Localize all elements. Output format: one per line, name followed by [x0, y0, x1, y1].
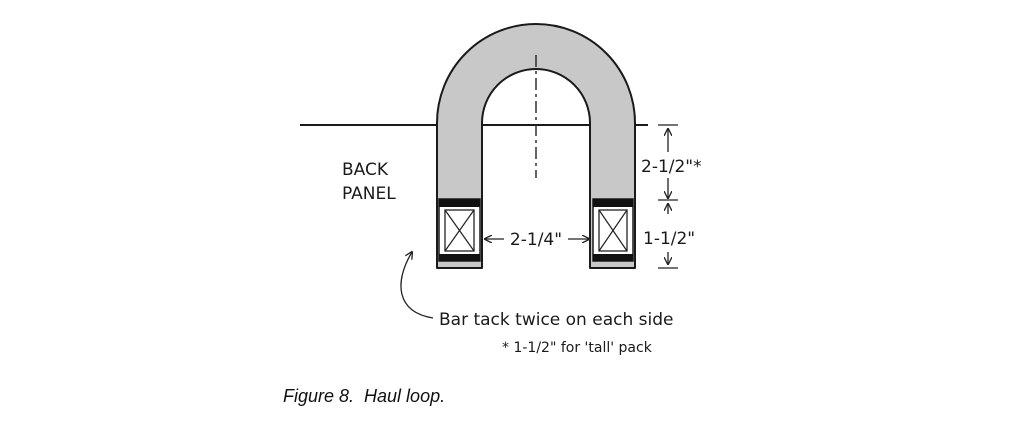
gap-dimension-label: 2-1/4": [510, 230, 562, 250]
vertical-dimensions: [658, 124, 678, 269]
bar-tack-instruction: Bar tack twice on each side: [439, 310, 673, 330]
bar-tack-leader-arrow: [400, 252, 434, 319]
upper-dimension-label: 2-1/2"*: [641, 157, 702, 177]
tall-pack-footnote: * 1-1/2" for 'tall' pack: [502, 340, 653, 356]
back-panel-label: BACK PANEL: [342, 160, 396, 204]
haul-loop-strap: [436, 23, 636, 269]
lower-dimension-label: 1-1/2": [643, 229, 695, 249]
figure-caption: Figure 8. Haul loop.: [283, 386, 446, 406]
bar-tack-left: [438, 198, 481, 262]
bar-tack-right: [592, 198, 634, 262]
